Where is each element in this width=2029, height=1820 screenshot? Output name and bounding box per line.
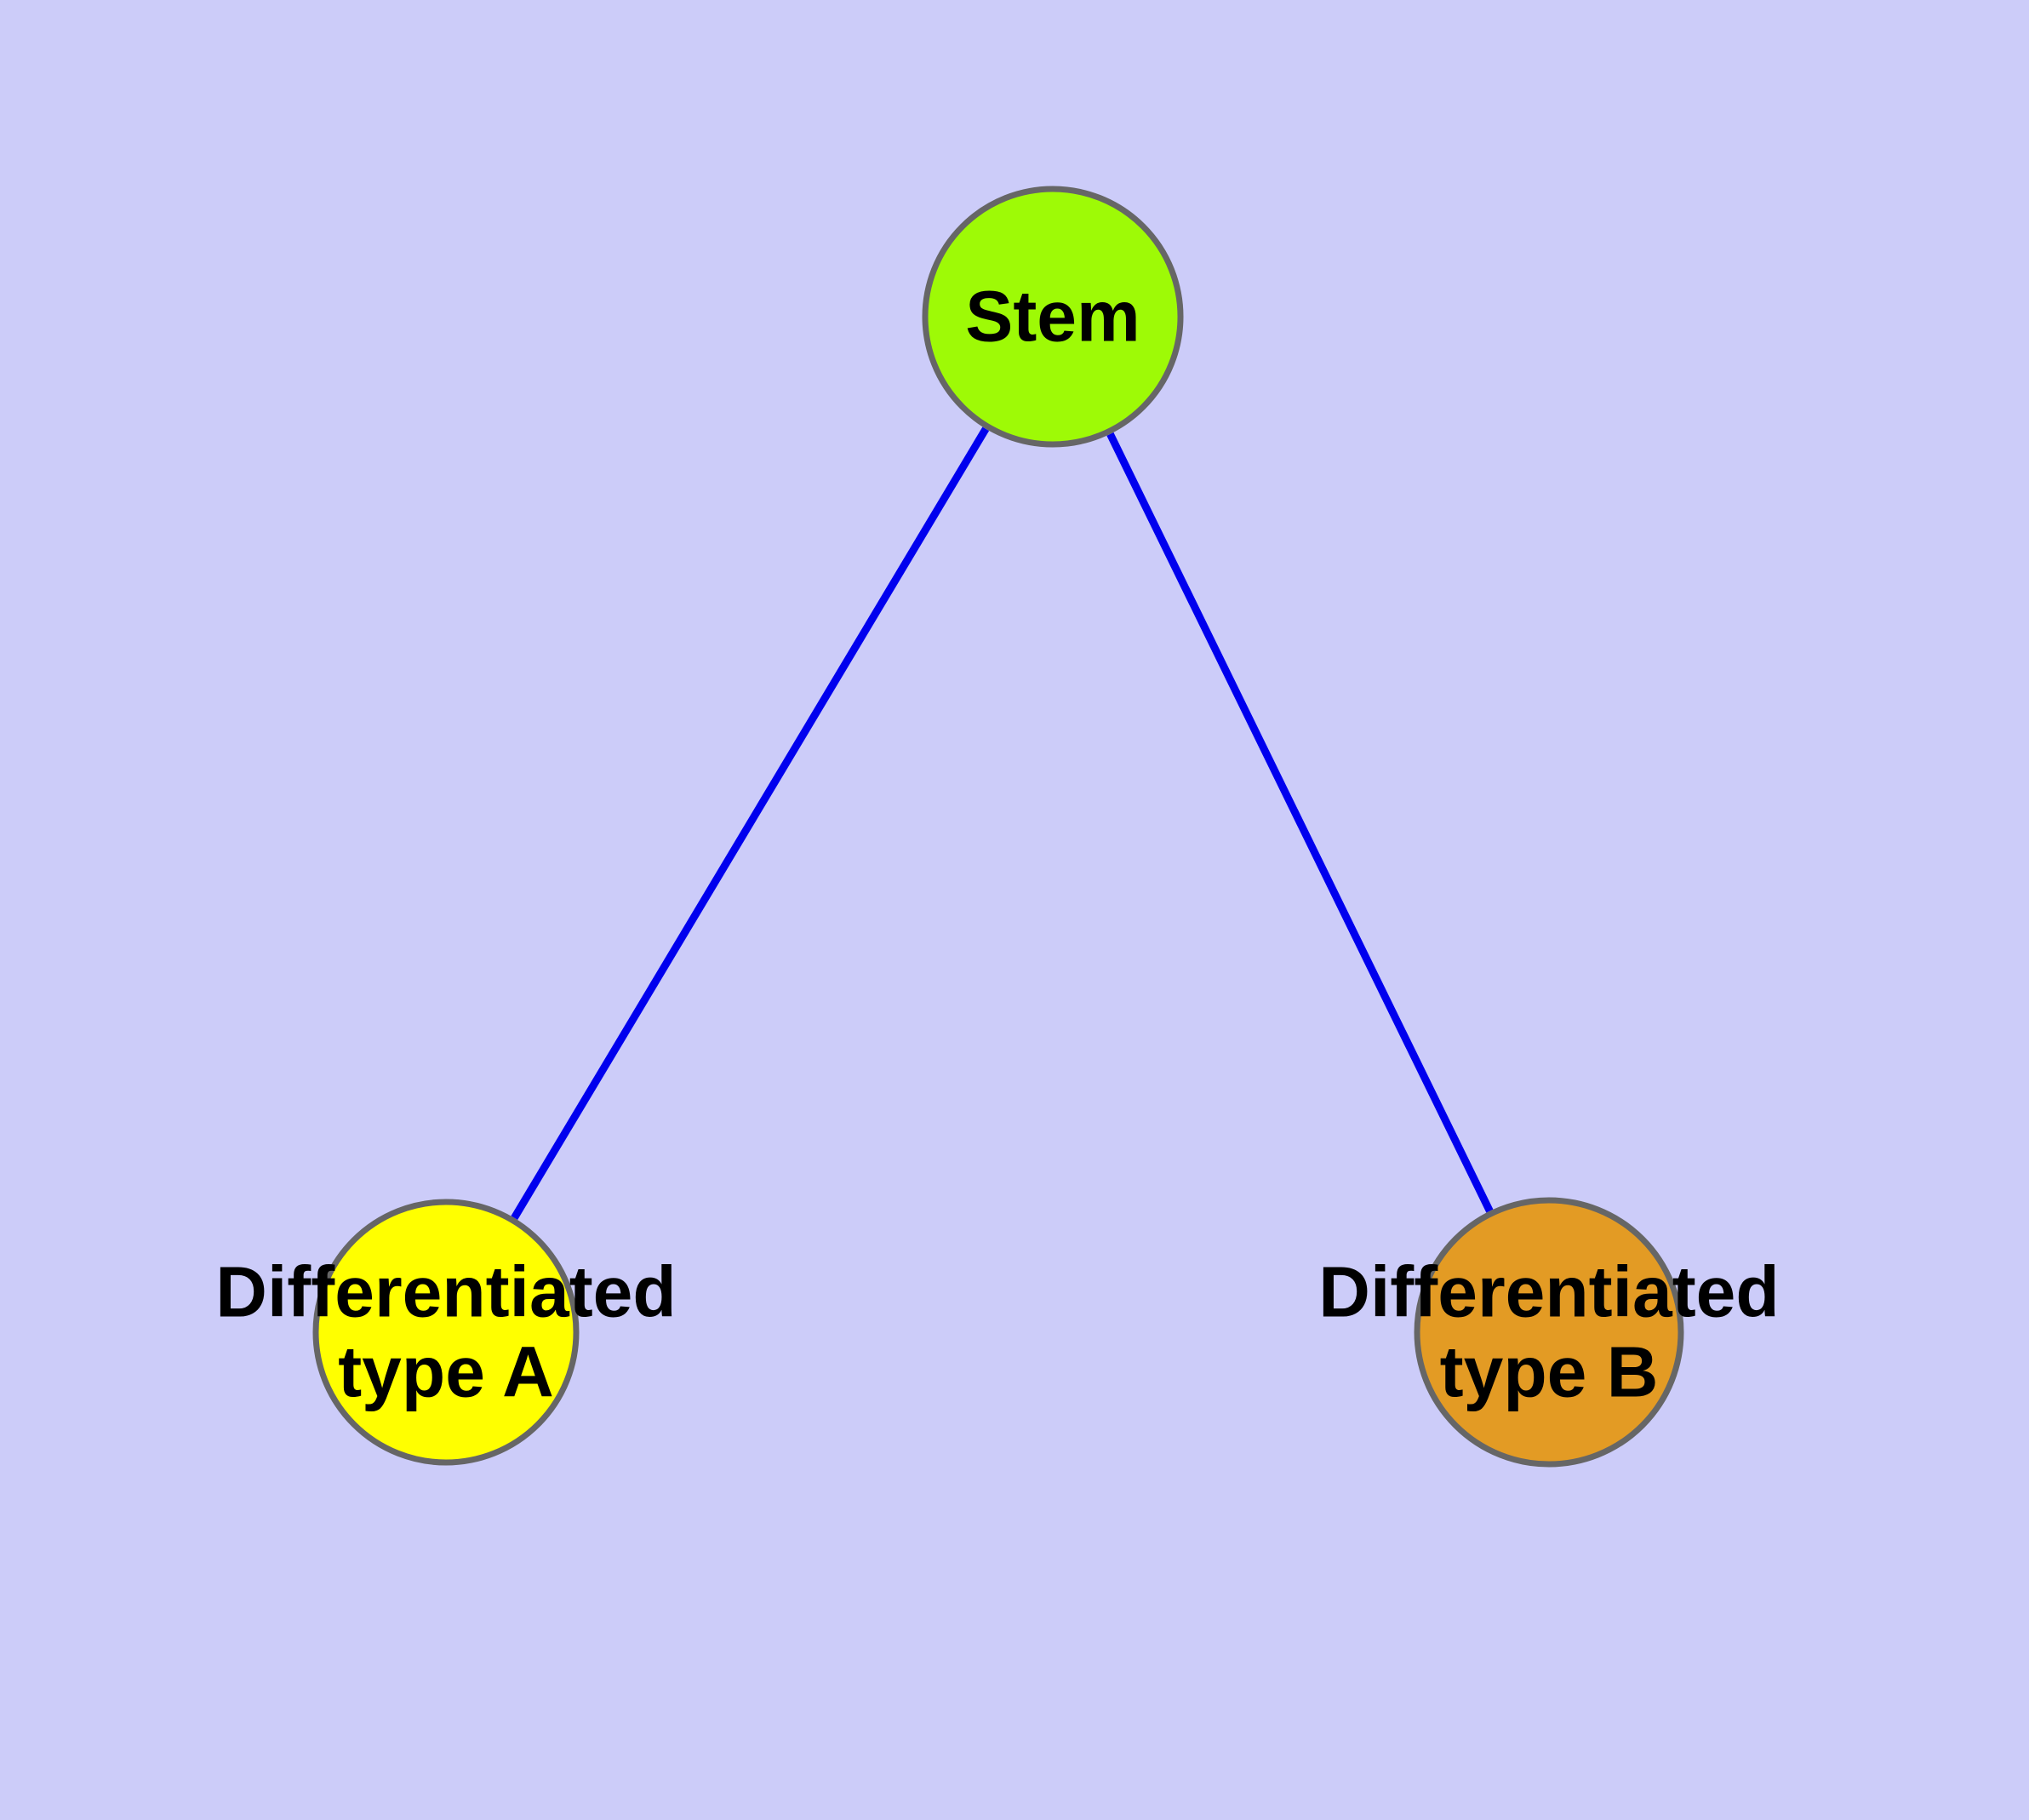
- label-line: Differentiated: [1318, 1252, 1779, 1332]
- graph-node-label-stem: Stem: [965, 277, 1140, 357]
- label-line: Differentiated: [215, 1252, 676, 1332]
- label-line: type A: [338, 1332, 554, 1412]
- nodes-group: [312, 186, 1684, 1468]
- graph-node-diff-b[interactable]: [1414, 1197, 1684, 1468]
- graph-node-diff-a[interactable]: [312, 1199, 580, 1466]
- graph-edge[interactable]: [1106, 432, 1494, 1213]
- label-line: Stem: [965, 277, 1140, 357]
- label-line: type B: [1440, 1332, 1659, 1412]
- graph-node-stem[interactable]: [922, 186, 1184, 448]
- edges-group: [511, 426, 1494, 1220]
- graph-edge[interactable]: [511, 426, 990, 1220]
